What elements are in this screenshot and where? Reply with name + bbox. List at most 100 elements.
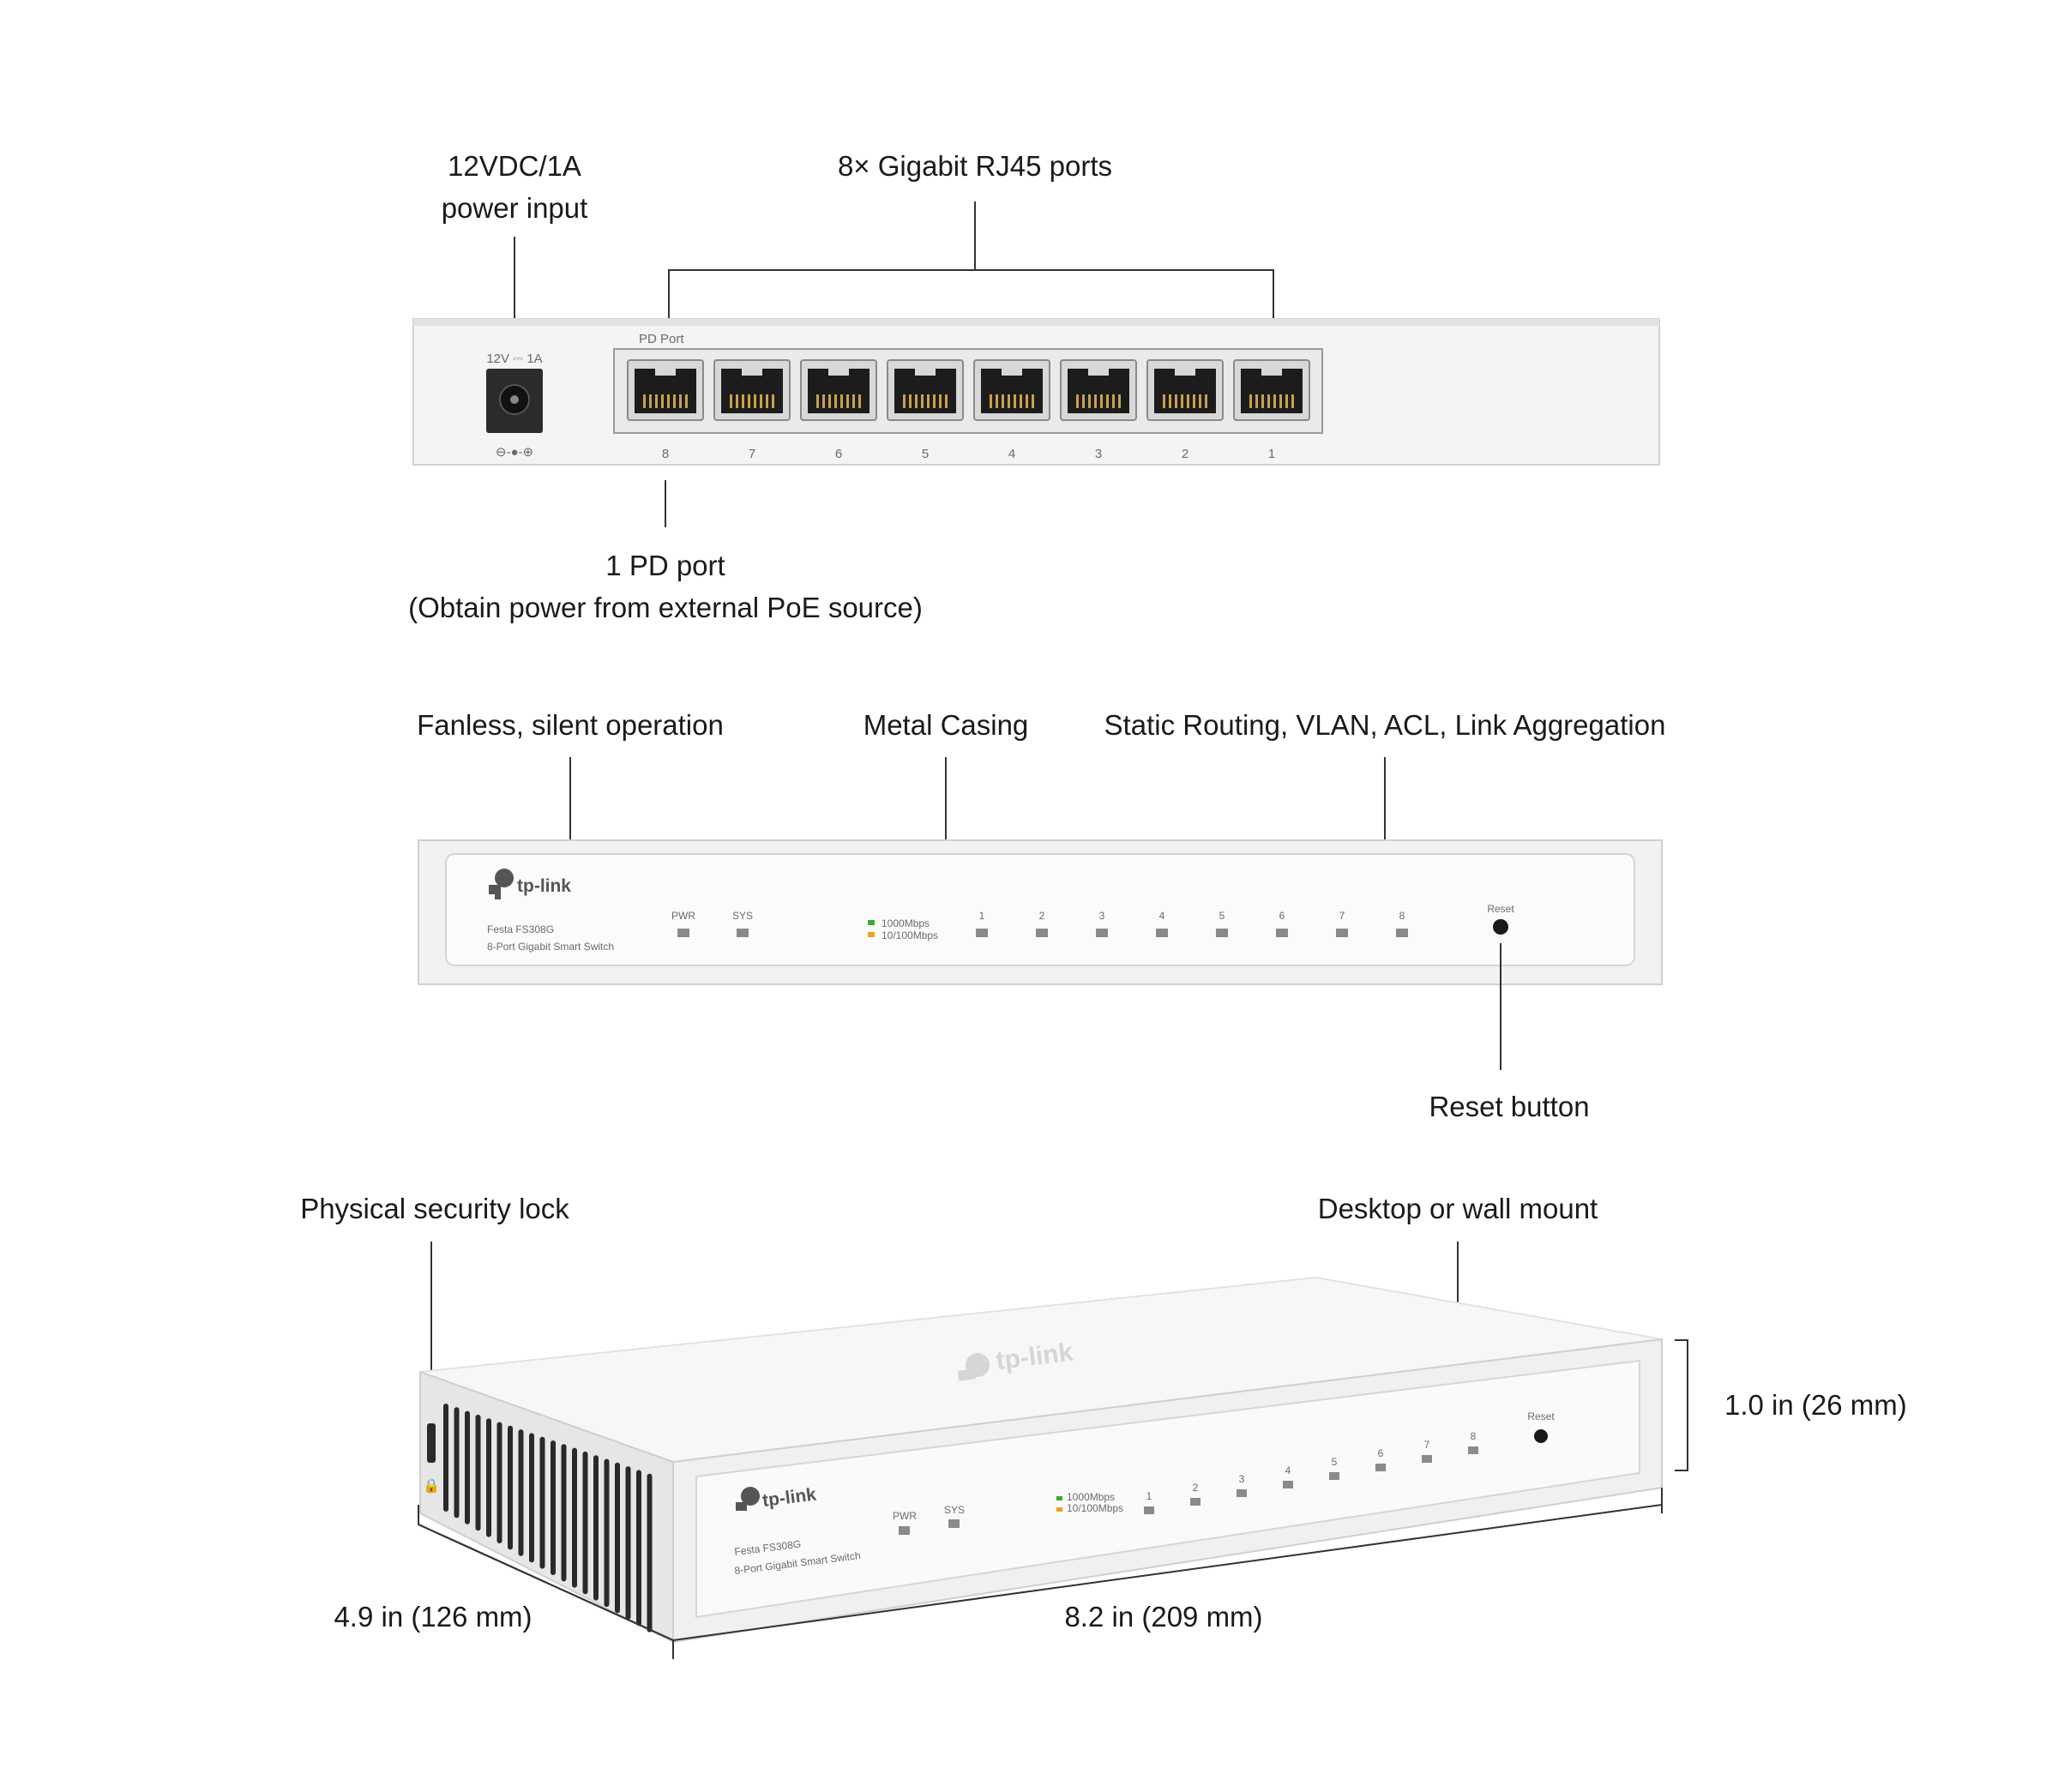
height-callout: 1.0 in (26 mm) — [1724, 1389, 1907, 1421]
perspective-sys-led — [948, 1519, 960, 1528]
power-callout-line2: power input — [442, 192, 588, 224]
rear-port-number-3: 3 — [1095, 447, 1102, 461]
rear-view: 12VDC/1A power input 8× Gigabit RJ45 por… — [408, 150, 1660, 623]
perspective-port-number-6: 6 — [1378, 1447, 1384, 1459]
lock-icon: 🔒 — [423, 1477, 440, 1494]
front-port-led-5 — [1216, 929, 1228, 937]
front-port-led-2 — [1036, 929, 1048, 937]
rear-port-number-6: 6 — [835, 447, 842, 461]
front-face-panel — [695, 1359, 1640, 1619]
width-callout: 8.2 in (209 mm) — [1064, 1601, 1262, 1633]
front-port-number-5: 5 — [1219, 910, 1225, 922]
perspective-legend-1000-swatch — [1056, 1496, 1062, 1500]
front-view: Fanless, silent operation Metal Casing S… — [417, 709, 1665, 1122]
perspective-legend-100: 10/100Mbps — [1067, 1502, 1123, 1514]
front-port-led-1 — [976, 929, 988, 937]
rear-port-number-4: 4 — [1008, 447, 1015, 461]
perspective-port-led-6 — [1375, 1464, 1386, 1471]
model-subtitle: 8-Port Gigabit Smart Switch — [487, 941, 614, 953]
front-port-number-7: 7 — [1339, 910, 1345, 922]
legend-1000-label: 1000Mbps — [882, 917, 930, 929]
rear-port-number-7: 7 — [749, 447, 755, 461]
perspective-reset-button[interactable] — [1534, 1429, 1548, 1443]
perspective-port-led-1 — [1144, 1506, 1154, 1514]
reset-button[interactable] — [1493, 919, 1508, 935]
height-dimension — [1675, 1339, 1688, 1471]
depth-callout: 4.9 in (126 mm) — [334, 1601, 532, 1633]
metal-callout: Metal Casing — [864, 709, 1029, 741]
perspective-legend-100-swatch — [1056, 1507, 1062, 1512]
pwr-label: PWR — [671, 910, 695, 922]
rj45-port-2[interactable] — [1146, 359, 1224, 421]
lock-callout: Physical security lock — [300, 1193, 569, 1224]
perspective-port-led-3 — [1237, 1489, 1247, 1497]
features-callout: Static Routing, VLAN, ACL, Link Aggregat… — [1104, 709, 1666, 741]
rj45-port-4[interactable] — [973, 359, 1050, 421]
legend-1000-swatch — [868, 920, 875, 925]
pwr-led — [677, 929, 689, 937]
rj45-port-7[interactable] — [713, 359, 791, 421]
front-port-number-8: 8 — [1399, 910, 1405, 922]
depth-dimension-line — [418, 1524, 674, 1641]
power-jack-pin — [510, 395, 519, 404]
perspective-port-led-8 — [1468, 1446, 1478, 1454]
reset-callout: Reset button — [1429, 1091, 1589, 1122]
perspective-port-led-7 — [1422, 1455, 1432, 1463]
security-lock-slot — [427, 1423, 436, 1463]
perspective-pwr-label: PWR — [893, 1510, 917, 1522]
ports-bracket — [668, 269, 1274, 347]
perspective-port-number-7: 7 — [1424, 1439, 1430, 1451]
front-port-led-7 — [1336, 929, 1348, 937]
rear-chassis-top-edge — [413, 319, 1659, 326]
perspective-reset-label: Reset — [1527, 1410, 1555, 1422]
perspective-pwr-led — [899, 1526, 910, 1535]
fanless-callout: Fanless, silent operation — [417, 709, 724, 741]
perspective-sys-label: SYS — [944, 1504, 965, 1516]
rj45-port-6[interactable] — [800, 359, 877, 421]
front-panel — [445, 853, 1635, 966]
front-port-number-2: 2 — [1039, 910, 1045, 922]
perspective-front-labels: tp-link Festa FS308G 8-Port Gigabit Smar… — [734, 1410, 1556, 1577]
front-port-led-6 — [1276, 929, 1288, 937]
rj45-port-8[interactable] — [627, 359, 704, 421]
perspective-port-led-4 — [1283, 1481, 1293, 1488]
sys-led — [737, 929, 749, 937]
rj45-port-3[interactable] — [1060, 359, 1137, 421]
perspective-port-number-3: 3 — [1239, 1473, 1245, 1485]
rear-port-number-5: 5 — [922, 447, 929, 461]
power-callout-line1: 12VDC/1A — [448, 150, 581, 182]
front-port-number-4: 4 — [1159, 910, 1165, 922]
tp-link-logo: tp-link — [489, 869, 571, 899]
width-dimension-line — [672, 1504, 1663, 1641]
pd-callout-line1: 1 PD port — [605, 550, 725, 581]
front-port-number-6: 6 — [1279, 910, 1285, 922]
pd-callout-line2: (Obtain power from external PoE source) — [408, 592, 923, 623]
perspective-port-number-2: 2 — [1193, 1482, 1199, 1494]
legend-100-label: 10/100Mbps — [882, 929, 938, 941]
pd-port-label: PD Port — [639, 332, 684, 346]
rear-port-number-2: 2 — [1182, 447, 1188, 461]
rj45-port-1[interactable] — [1233, 359, 1310, 421]
front-port-led-4 — [1156, 929, 1168, 937]
sys-label: SYS — [732, 910, 753, 922]
rear-power-label: 12V ⎓ 1A — [486, 352, 542, 366]
perspective-port-led-2 — [1190, 1498, 1200, 1506]
front-port-number-1: 1 — [979, 910, 985, 922]
front-port-led-8 — [1396, 929, 1408, 937]
perspective-port-number-8: 8 — [1471, 1430, 1477, 1442]
reset-label: Reset — [1487, 903, 1514, 915]
legend-100-swatch — [868, 932, 875, 937]
rear-port-number-8: 8 — [662, 447, 669, 461]
brand-name: tp-link — [517, 876, 571, 896]
perspective-view: Physical security lock Desktop or wall m… — [300, 1193, 1907, 1659]
side-vents — [443, 1404, 653, 1633]
rear-port-number-1: 1 — [1268, 447, 1275, 461]
rj45-port-5[interactable] — [887, 359, 964, 421]
perspective-legend-1000: 1000Mbps — [1067, 1491, 1115, 1503]
mount-callout: Desktop or wall mount — [1318, 1193, 1598, 1224]
polarity-symbol: ⊖-●-⊕ — [496, 445, 533, 460]
model-name: Festa FS308G — [487, 923, 554, 935]
